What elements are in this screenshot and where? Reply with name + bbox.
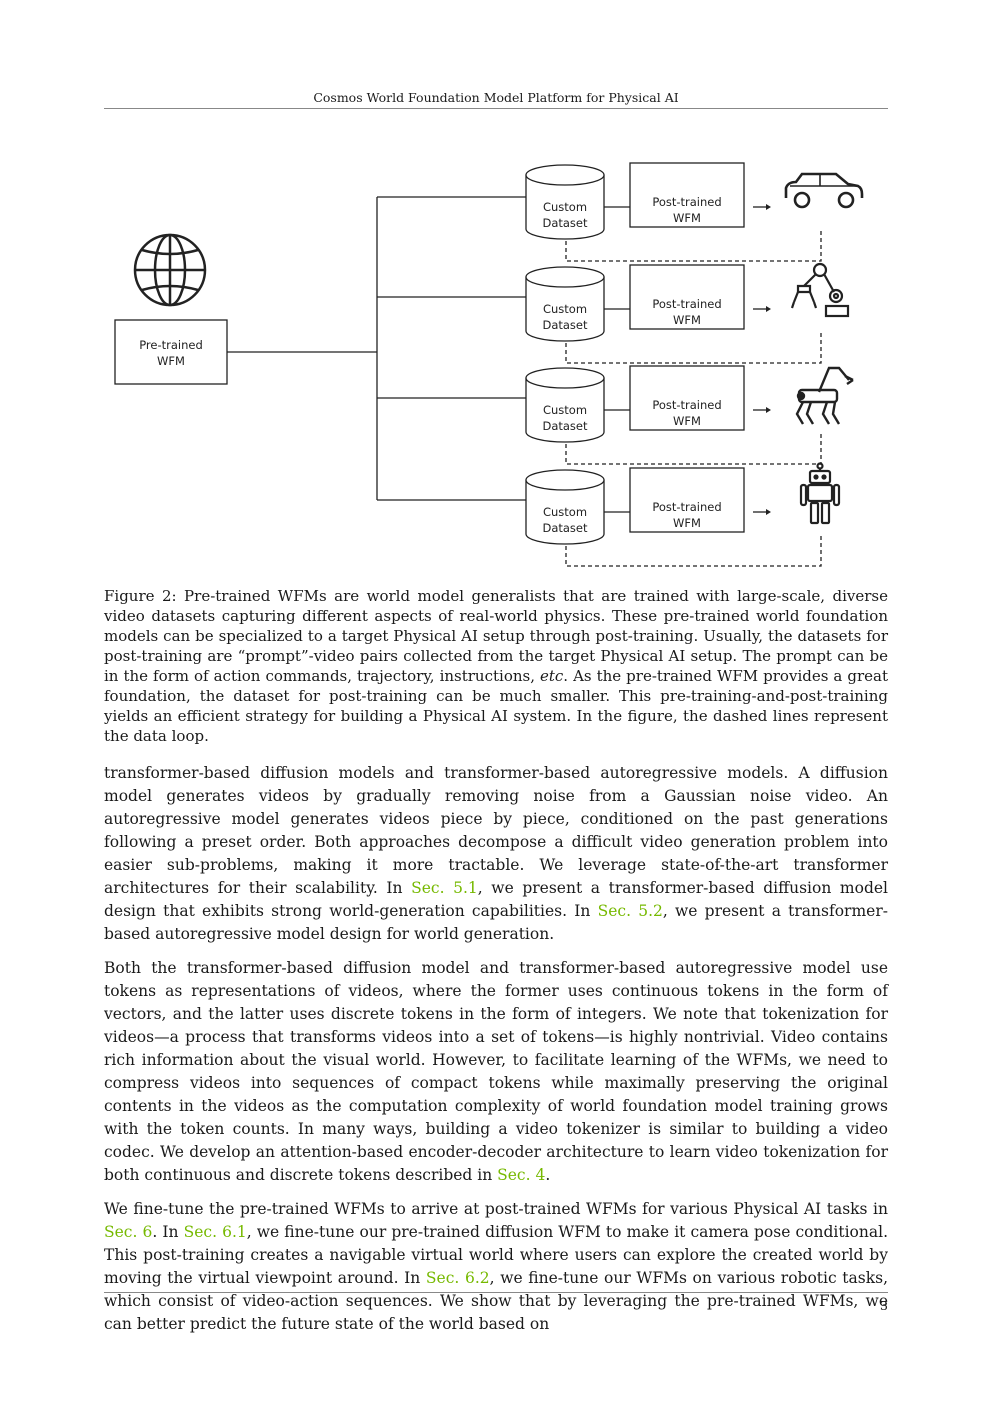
xref-sec-6[interactable]: Sec. 6 [104,1223,153,1241]
header-rule [104,108,888,109]
posttrained-wfm-box [629,365,745,431]
pretrained-label-1: Pre-trained [139,338,203,352]
posttrained-label-2: WFM [673,414,701,428]
custom-dataset-cylinder [525,469,605,545]
dataset-label-2: Dataset [542,216,588,230]
text-run: . In [152,1223,184,1241]
text-run: , we present a transformer-based autoreg… [104,902,888,943]
posttrained-label-2: WFM [673,211,701,225]
data-loop-dashed-line [565,534,822,567]
custom-dataset-cylinder [525,266,605,342]
figure-caption: Figure 2: Pre-trained WFMs are world mod… [104,586,888,746]
custom-dataset-cylinder [525,164,605,240]
running-header: Cosmos World Foundation Model Platform f… [313,90,679,105]
posttrained-wfm-box [629,162,745,228]
xref-sec-4[interactable]: Sec. 4 [497,1166,546,1184]
text-run: We fine-tune the pre-trained WFMs to arr… [104,1200,888,1218]
xref-sec-6-1[interactable]: Sec. 6.1 [183,1223,247,1241]
figure-diagram: Pre-trained WFM CustomDatasetPost-traine… [114,162,864,567]
caption-etc: etc [539,667,564,685]
posttrained-label-2: WFM [673,516,701,530]
dataset-label-1: Custom [543,403,587,417]
dataset-label-2: Dataset [542,318,588,332]
branch-lines [227,196,526,501]
text-run: , we present a transformer-based diffusi… [104,879,888,920]
page-number: 3 [880,1298,888,1313]
dataset-label-1: Custom [543,505,587,519]
custom-dataset-cylinder [525,367,605,443]
robot-arm-icon [790,262,850,318]
posttrained-label-2: WFM [673,313,701,327]
pretrained-wfm-box [114,319,228,385]
caption-part-1: Figure 2: Pre-trained WFMs are world mod… [104,587,888,685]
xref-sec-5-2[interactable]: Sec. 5.2 [597,902,663,920]
paragraph-1: transformer-based diffusion models and t… [104,762,888,946]
caption-part-2: . As the pre-trained WFM provides a grea… [104,667,888,745]
data-loop-dashed-line [565,331,822,364]
body-text: transformer-based diffusion models and t… [104,762,888,1347]
dataset-label-2: Dataset [542,419,588,433]
dataset-label-1: Custom [543,302,587,316]
dataset-label-2: Dataset [542,521,588,535]
data-loop-dashed-line [565,229,822,262]
text-run: , we fine-tune our pre-trained diffusion… [104,1223,888,1287]
posttrained-label-1: Post-trained [652,195,721,209]
posttrained-label-1: Post-trained [652,500,721,514]
text-run: Both the transformer-based diffusion mod… [104,959,888,1184]
footer-rule [104,1292,888,1293]
car-icon [784,172,864,209]
posttrained-label-1: Post-trained [652,398,721,412]
arrow-head [766,509,771,515]
paragraph-2: Both the transformer-based diffusion mod… [104,957,888,1187]
pretrained-label-2: WFM [157,354,185,368]
xref-sec-5-1[interactable]: Sec. 5.1 [411,879,478,897]
text-run: . [545,1166,551,1184]
posttrained-wfm-box [629,467,745,533]
text-run: transformer-based diffusion models and t… [104,764,888,897]
arrow-head [766,306,771,312]
humanoid-robot-icon [799,462,841,525]
xref-sec-6-2[interactable]: Sec. 6.2 [425,1269,490,1287]
posttrained-label-1: Post-trained [652,297,721,311]
globe-icon [133,233,207,307]
quadruped-robot-icon [795,366,854,425]
arrow-head [766,407,771,413]
data-loop-dashed-line [565,432,822,465]
dataset-label-1: Custom [543,200,587,214]
text-run: , we fine-tune our WFMs on various robot… [104,1269,888,1333]
paragraph-3: We fine-tune the pre-trained WFMs to arr… [104,1198,888,1336]
posttrained-wfm-box [629,264,745,330]
arrow-head [766,204,771,210]
